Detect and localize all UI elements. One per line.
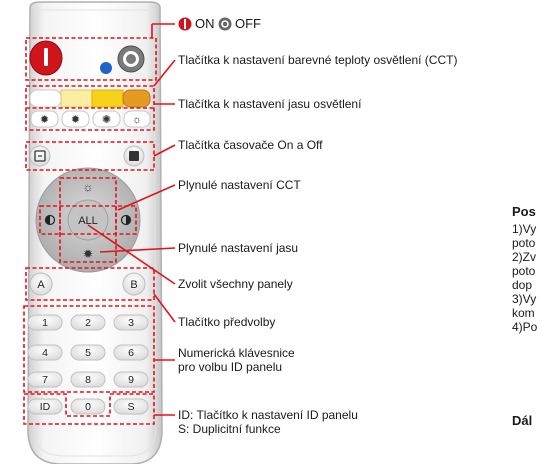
key-2-label: 2 <box>85 317 91 329</box>
key-7[interactable] <box>27 371 63 388</box>
highlight-preset <box>25 267 155 301</box>
callout-select-all: Zvolit všechny panely <box>178 277 293 291</box>
highlight-id-s <box>23 393 155 425</box>
timer-on-button[interactable] <box>29 145 51 167</box>
brightness-50-button[interactable] <box>61 110 90 128</box>
callout-id-line1: ID: Tlačítko k nastavení ID panelu <box>178 408 358 422</box>
side-line: kom <box>512 306 535 320</box>
key-1-label: 1 <box>42 317 48 329</box>
sun-icon: ✹ <box>40 114 49 126</box>
highlight-boxes <box>23 37 157 425</box>
callout-cct-smooth: Plynulé nastavení CCT <box>178 178 301 192</box>
key-5[interactable] <box>70 344 106 361</box>
wheel-right-half-circle-icon <box>120 214 132 226</box>
highlight-power <box>25 37 157 81</box>
key-1[interactable] <box>27 314 63 331</box>
wheel-all-label: ALL <box>78 215 98 227</box>
key-4-label: 4 <box>42 347 48 359</box>
key-3-label: 3 <box>128 317 134 329</box>
brightness-100-button[interactable] <box>123 110 151 128</box>
preset-b-label: B <box>130 279 137 291</box>
key-8[interactable] <box>70 371 106 388</box>
key-id[interactable] <box>27 398 63 415</box>
side-line: poto <box>512 264 536 278</box>
key-0[interactable] <box>70 398 106 415</box>
legend-off-label: OFF <box>235 16 261 31</box>
indicator-led <box>100 62 112 74</box>
callout-keypad-line1: Numerická klávesnice <box>178 346 295 360</box>
wheel-left-half-circle-icon <box>44 214 56 226</box>
side-line: 4)Po <box>512 320 538 334</box>
sun-icon: ✺ <box>102 114 111 126</box>
callout-timer-buttons: Tlačítka časovače On a Off <box>178 138 323 152</box>
legend-off-icon <box>218 17 232 31</box>
brightness-buttons <box>30 110 151 128</box>
side-line: 2)Zv <box>512 250 536 264</box>
key-s[interactable] <box>113 398 149 415</box>
cct-buttons <box>29 89 151 108</box>
sun-icon: ✹ <box>71 114 80 126</box>
key-0-label: 0 <box>85 401 91 413</box>
callout-keypad-line2: pro volbu ID panelu <box>178 360 283 374</box>
cct-swatch-neutral[interactable] <box>60 89 93 108</box>
highlight-keypad <box>23 305 155 393</box>
legend-on-icon <box>178 17 192 31</box>
key-7-label: 7 <box>42 374 48 386</box>
brightness-25-button[interactable] <box>30 110 59 128</box>
key-2[interactable] <box>70 314 106 331</box>
key-9[interactable] <box>113 371 149 388</box>
key-id-label: ID <box>40 401 51 413</box>
callout-id-line2: S: Duplicitní funkce <box>178 422 281 436</box>
leader-lines <box>87 23 176 416</box>
numeric-keypad: 1 2 3 4 5 6 7 8 9 ID 0 S <box>27 314 149 415</box>
off-button[interactable] <box>117 45 145 73</box>
key-8-label: 8 <box>85 374 91 386</box>
side-line: 1)Vy <box>512 222 537 236</box>
side-footer: Dál <box>512 413 533 428</box>
key-6-label: 6 <box>128 347 134 359</box>
callout-brightness-smooth: Plynulé nastavení jasu <box>178 241 299 255</box>
timer-off-button[interactable] <box>123 145 145 167</box>
side-line: dop <box>512 278 533 292</box>
key-4[interactable] <box>27 344 63 361</box>
timer-on-icon <box>34 150 46 162</box>
key-3[interactable] <box>113 314 149 331</box>
cct-swatch-amber[interactable] <box>122 89 151 108</box>
key-9-label: 9 <box>128 374 134 386</box>
preset-a-button[interactable]: A <box>29 272 53 296</box>
callout-cct-buttons: Tlačítka k nastavení barevné teploty osv… <box>178 53 458 67</box>
preset-a-label: A <box>37 279 45 291</box>
callout-brightness-buttons: Tlačítka k nastavení jasu osvětlení <box>178 97 362 111</box>
timer-off-icon <box>129 151 139 161</box>
cct-swatch-warm[interactable] <box>91 89 124 108</box>
side-line: poto <box>512 236 536 250</box>
wheel-bottom-sun-icon: ✹ <box>83 247 93 261</box>
sun-outline-icon: ☼ <box>132 114 142 126</box>
key-6[interactable] <box>113 344 149 361</box>
wheel-top-sun-icon: ☼ <box>83 180 94 194</box>
on-button[interactable] <box>29 40 63 76</box>
highlight-wheel-horizontal <box>39 205 137 235</box>
key-5-label: 5 <box>85 347 91 359</box>
key-s-label: S <box>127 401 134 413</box>
power-off-icon <box>123 51 139 67</box>
preset-b-button[interactable]: B <box>122 272 146 296</box>
side-line: 3)Vy <box>512 292 537 306</box>
callout-preset-button: Tlačítko předvolby <box>178 315 276 329</box>
legend-on-label: ON <box>195 16 215 31</box>
cct-swatch-cold[interactable] <box>29 89 62 108</box>
power-icon <box>44 48 48 66</box>
side-heading: Pos <box>512 204 536 219</box>
brightness-75-button[interactable] <box>92 110 121 128</box>
control-wheel[interactable] <box>35 167 141 273</box>
